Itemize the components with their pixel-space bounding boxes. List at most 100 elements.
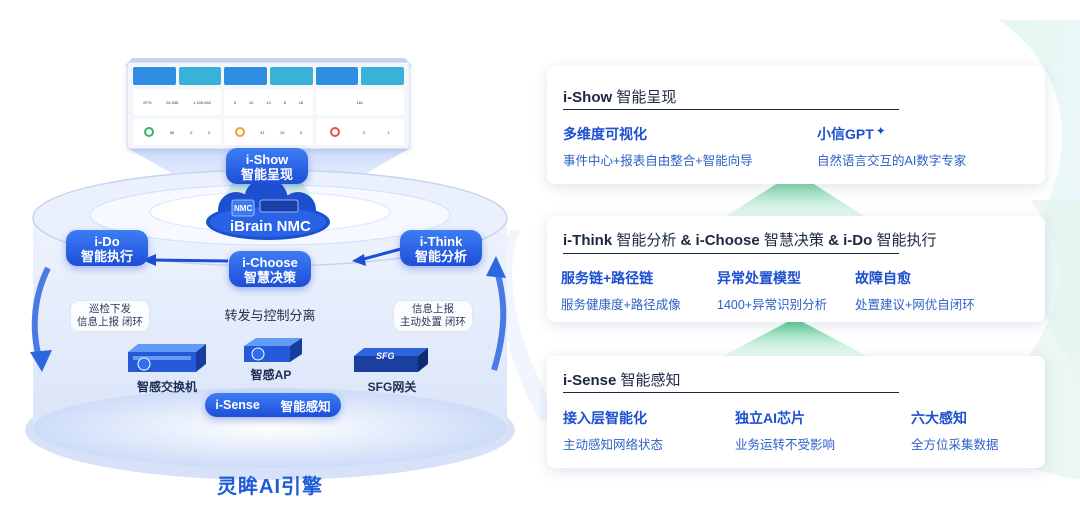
i-sense-title-rule: [563, 392, 899, 393]
feature-xiaoxin-gpt: 小信GPT✦ 自然语言交互的AI数字专家: [817, 124, 966, 169]
i-sense-title-cn: 智能感知: [620, 372, 681, 389]
feature-six-senses: 六大感知 全方位采集数据: [911, 408, 999, 453]
dashboard-value: 36: [169, 129, 175, 135]
feature-self-healing: 故障自愈 处置建议+网优自闭环: [855, 268, 975, 313]
i-choose-badge: i-Choose 智慧决策: [229, 251, 311, 287]
dashboard-value: 1: [387, 129, 390, 135]
ibrain-nmc-label: iBrain NMC: [230, 218, 311, 235]
feature-desc: 服务健康度+路径成像: [561, 298, 681, 312]
feature-head: 独立AI芯片: [735, 410, 805, 426]
i-sense-panel: i-Sense 智能感知 接入层智能化 主动感知网络状态 独立AI芯片 业务运转…: [547, 356, 1045, 468]
forwarding-control-separation-text: 转发与控制分离: [224, 308, 316, 323]
feature-access-layer: 接入层智能化 主动感知网络状态: [563, 408, 663, 453]
dashboard-kpi-card: [133, 67, 176, 85]
feature-head: 异常处置模型: [717, 270, 801, 286]
right-loop-note-line2: 主动处置 闭环: [400, 316, 466, 328]
i-sense-bar-en: i-Sense: [215, 398, 260, 412]
dashboard-value: 0: [208, 129, 211, 135]
i-sense-panel-title: i-Sense 智能感知: [563, 369, 681, 390]
dashboard-value: 10: [280, 129, 285, 135]
sfg-device-badge: SFG: [376, 351, 395, 361]
i-think-panel-title: i-Think 智能分析 & i-Choose 智慧决策 & i-Do 智能执行: [563, 229, 936, 250]
i-show-badge: i-Show 智能呈现: [226, 148, 308, 184]
feature-head: 接入层智能化: [563, 410, 647, 426]
feature-head: 多维度可视化: [563, 126, 647, 142]
nmc-server-badge: NMC: [234, 204, 253, 213]
i-do-badge: i-Do 智能执行: [66, 230, 148, 266]
i-show-panel-title: i-Show 智能呈现: [563, 86, 676, 107]
feature-head: 故障自愈: [855, 270, 911, 286]
feature-desc: 业务运转不受影响: [735, 438, 836, 452]
i-think-badge: i-Think 智能分析: [400, 230, 482, 266]
i-show-panel: i-Show 智能呈现 多维度可视化 事件中心+报表自由整合+智能向导 小信GP…: [547, 66, 1045, 184]
switch-device-icon: [128, 344, 206, 372]
i-sense-bar-cn: 智能感知: [280, 399, 331, 414]
i-do-badge-cn: 智能执行: [80, 249, 133, 264]
feature-desc: 主动感知网络状态: [563, 438, 664, 452]
dashboard-widget: 36 0 0: [133, 119, 222, 145]
right-loop-note: 信息上报 主动处置 闭环: [393, 300, 473, 332]
dashboard-kpi-card: [270, 67, 313, 85]
dashboard-value: 10: [248, 99, 254, 105]
i-sense-bar: i-Sense 智能感知: [205, 393, 341, 417]
dashboard-kpi-card: [315, 67, 359, 85]
up-arrow-sense: [723, 318, 867, 356]
i-do-title-cn: 智能执行: [876, 232, 937, 249]
feature-desc: 事件中心+报表自由整合+智能向导: [563, 154, 753, 168]
sparkle-icon: ✦: [875, 124, 886, 138]
ap-device-icon: [244, 338, 302, 362]
feature-head: 六大感知: [911, 410, 967, 426]
smart-ap-label: 智感AP: [250, 368, 292, 382]
engine-title: 灵眸AI引擎: [217, 476, 323, 498]
feature-head-wrap: 小信GPT✦: [817, 124, 966, 144]
up-arrow-think: [723, 172, 867, 218]
ampersand-1: &: [680, 232, 692, 249]
i-think-title-cn: 智能分析: [616, 232, 677, 249]
status-ring-icon: [329, 127, 340, 137]
i-think-title-en: i-Think: [563, 232, 613, 249]
i-show-badge-en: i-Show: [245, 152, 289, 167]
dashboard-value: 6: [233, 99, 236, 105]
status-ring-icon: [234, 127, 245, 137]
feature-anomaly-model: 异常处置模型 1400+异常识别分析: [717, 268, 827, 313]
feature-ai-chip: 独立AI芯片 业务运转不受影响: [735, 408, 835, 453]
dashboard-value: 8: [283, 99, 286, 105]
feature-head: 小信GPT: [817, 126, 874, 142]
feature-multidim-visual: 多维度可视化 事件中心+报表自由整合+智能向导: [563, 124, 753, 169]
feature-desc: 1400+异常识别分析: [717, 298, 828, 312]
ampersand-2: &: [828, 232, 839, 249]
feature-desc: 处置建议+网优自闭环: [855, 298, 975, 312]
dashboard-kpi-cards: [133, 67, 405, 85]
dashboard-value: 13: [266, 99, 271, 105]
i-show-badge-cn: 智能呈现: [240, 167, 293, 182]
left-loop-note: 巡检下发 信息上报 闭环: [70, 300, 150, 332]
dashboard-value: 87%: [143, 99, 152, 105]
feature-desc: 自然语言交互的AI数字专家: [817, 154, 967, 168]
dashboard-value: 41: [260, 129, 265, 135]
i-choose-badge-cn: 智慧决策: [243, 270, 296, 285]
feature-desc: 全方位采集数据: [911, 438, 999, 452]
dashboard-value: 161: [356, 99, 364, 105]
i-choose-badge-en: i-Choose: [242, 255, 298, 270]
dashboard-value: 26,038: [166, 99, 179, 105]
feature-head: 服务链+路径链: [561, 270, 654, 286]
i-sense-title-en: i-Sense: [563, 372, 617, 389]
dashboard-kpi-card: [178, 67, 222, 85]
dashboard-value: 0: [190, 129, 193, 135]
i-do-title-en: i-Do: [843, 232, 873, 249]
status-ring-icon: [143, 127, 154, 137]
smart-switch-label: 智感交换机: [136, 380, 197, 394]
right-loop-note-line1: 信息上报: [411, 303, 454, 315]
sfg-gateway-label: SFG网关: [367, 380, 417, 394]
i-choose-title-en: i-Choose: [695, 232, 760, 249]
dashboard-value: 3: [362, 129, 365, 135]
sfg-device-icon: [354, 348, 428, 372]
i-do-badge-en: i-Do: [94, 234, 120, 249]
i-show-title-rule: [563, 109, 899, 110]
